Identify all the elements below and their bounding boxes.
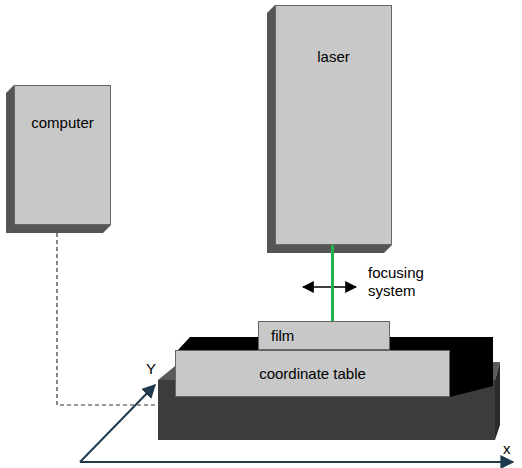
computer-shadow xyxy=(6,85,111,233)
coordinate-table: coordinate table xyxy=(175,350,450,397)
axis-label: Y xyxy=(146,360,166,378)
axis-label: x xyxy=(503,440,519,458)
node-text: computer xyxy=(31,114,94,132)
focusing-arrow xyxy=(303,286,356,288)
computer-box: computer xyxy=(14,85,111,225)
laser-shadow xyxy=(267,5,392,253)
part-label: focusing system xyxy=(368,264,458,300)
node-text: laser xyxy=(317,48,350,66)
film-layer: film xyxy=(258,321,390,350)
base-side xyxy=(495,362,500,440)
node-text: film xyxy=(271,327,294,345)
laser-box: laser xyxy=(275,5,392,245)
data-cable xyxy=(57,233,158,405)
node-text: coordinate table xyxy=(259,365,366,383)
y-axis xyxy=(80,385,155,462)
laser-beam xyxy=(331,245,334,321)
x-axis xyxy=(80,461,513,463)
